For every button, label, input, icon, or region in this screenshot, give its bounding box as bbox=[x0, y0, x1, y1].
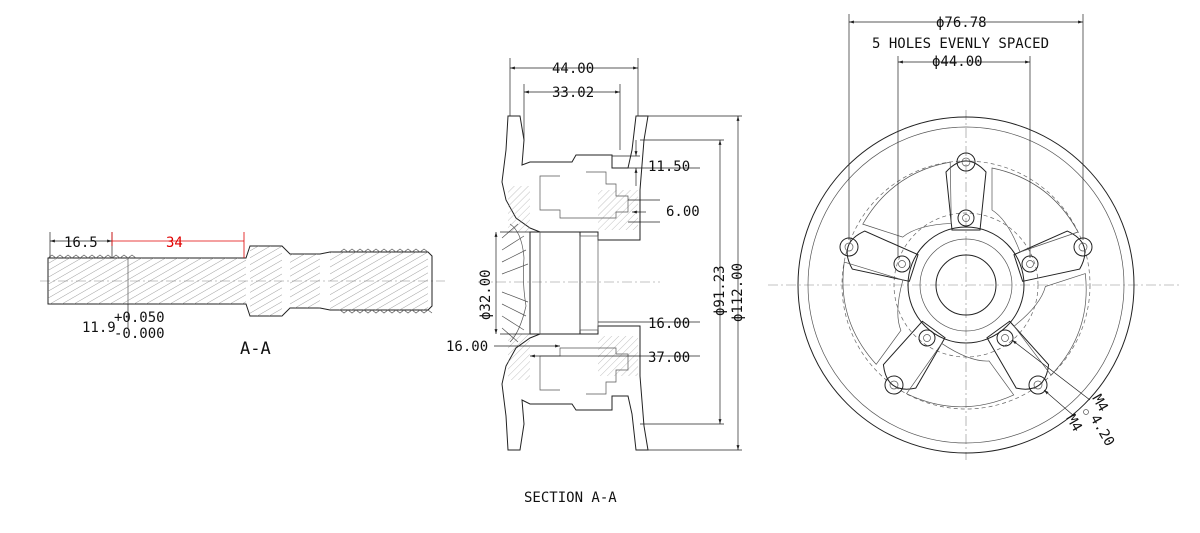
shaft-dim-red: 34 bbox=[166, 235, 183, 251]
shaft-dim-left: 16.5 bbox=[64, 235, 98, 251]
front-thread-a: M4 bbox=[1089, 392, 1111, 415]
front-note-holes: 5 HOLES EVENLY SPACED bbox=[872, 36, 1049, 52]
shaft-tol-lower: -0.000 bbox=[114, 326, 165, 342]
section-dim-bore: ϕ32.00 bbox=[478, 269, 494, 320]
section-dim-left-low: 16.00 bbox=[446, 339, 488, 355]
section-dim-step: 11.50 bbox=[648, 159, 690, 175]
front-dim-hole: 4.20 bbox=[1087, 412, 1118, 449]
section-dim-low: 37.00 bbox=[648, 350, 690, 366]
section-dim-mid: 16.00 bbox=[648, 316, 690, 332]
shaft-view-label: A-A bbox=[240, 339, 271, 359]
section-dim-dia-inner: ϕ91.23 bbox=[712, 265, 728, 316]
shaft-view: 16.5 34 11.9 +0.050 -0.000 A-A bbox=[40, 232, 445, 359]
section-dim-small: 6.00 bbox=[666, 204, 700, 220]
section-dim-top-inner: 33.02 bbox=[552, 85, 594, 101]
front-dim-pcd-outer: ϕ76.78 bbox=[936, 15, 987, 31]
shaft-tol-base: 11.9 bbox=[82, 320, 116, 336]
section-dim-top-outer: 44.00 bbox=[552, 61, 594, 77]
section-view: 44.00 33.02 11.50 6.00 ϕ32.00 16.00 16.0… bbox=[446, 58, 746, 506]
section-caption: SECTION A-A bbox=[524, 490, 617, 506]
section-dim-dia-outer: ϕ112.00 bbox=[730, 263, 746, 322]
front-view: ϕ76.78 5 HOLES EVENLY SPACED ϕ44.00 M4 4… bbox=[768, 14, 1180, 460]
front-dim-pcd-inner: ϕ44.00 bbox=[932, 54, 983, 70]
shaft-tol-upper: +0.050 bbox=[114, 310, 165, 326]
front-thread-b: M4 bbox=[1063, 412, 1085, 435]
